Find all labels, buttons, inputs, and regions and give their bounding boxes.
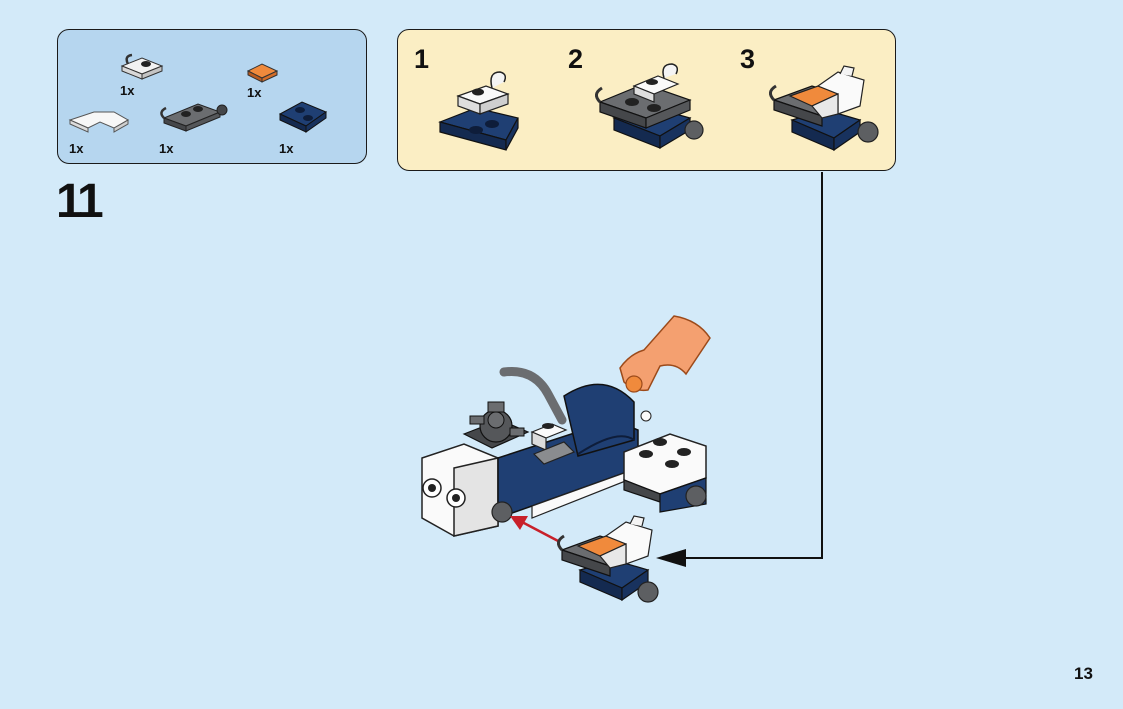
white-corner-tile-icon bbox=[68, 111, 130, 133]
qty-orange-tile: 1x bbox=[247, 85, 262, 100]
qty-white-clip-plate: 1x bbox=[120, 83, 135, 98]
substep-box: 1 2 3 bbox=[397, 29, 896, 171]
orange-trans-tile-icon bbox=[246, 63, 279, 83]
qty-white-corner-tile: 1x bbox=[69, 141, 84, 156]
substep-number-3: 3 bbox=[740, 44, 756, 74]
parts-list-box: 1x 1x 1x 1x 1x bbox=[57, 29, 367, 164]
dark-blue-wedge-plate-icon bbox=[278, 101, 328, 133]
substep-1-illustration bbox=[438, 71, 519, 151]
main-assembly-illustration bbox=[421, 315, 711, 537]
substep-number-2: 2 bbox=[568, 44, 584, 74]
substep-2-illustration bbox=[595, 63, 704, 150]
qty-dark-gray-plate: 1x bbox=[159, 141, 174, 156]
subassembly-illustration bbox=[557, 515, 659, 603]
step-number: 11 bbox=[56, 175, 104, 228]
page-number: 13 bbox=[1074, 664, 1093, 683]
dark-gray-plate-ball-icon bbox=[160, 103, 228, 132]
substep-number-1: 1 bbox=[414, 44, 430, 74]
substep-3-illustration bbox=[769, 65, 879, 152]
white-clip-plate-icon bbox=[120, 53, 164, 80]
qty-dark-blue-wedge: 1x bbox=[279, 141, 294, 156]
